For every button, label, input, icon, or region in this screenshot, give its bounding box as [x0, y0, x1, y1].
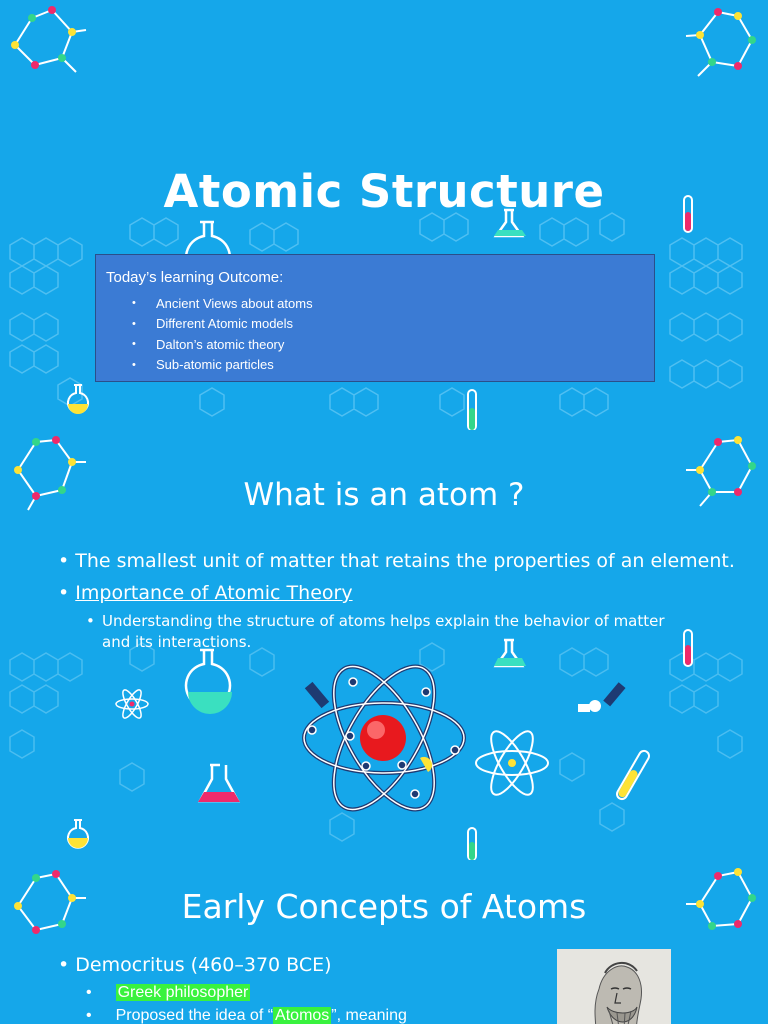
bullet-glyph: • [132, 297, 136, 310]
slide-early-concepts: Early Concepts of Atoms • Democritus (46… [0, 860, 768, 1024]
list-item: • Dalton’s atomic theory [132, 334, 313, 355]
bullet-glyph: • [58, 954, 70, 976]
learning-outcome-heading: Today’s learning Outcome: [106, 269, 284, 286]
bullet-glyph: • [58, 550, 70, 572]
bullet-glyph: • [86, 612, 95, 630]
bullet-glyph: • [132, 338, 136, 351]
learning-outcome-box: Today’s learning Outcome: • Ancient Views… [95, 254, 655, 382]
science-background-illustration [9, 436, 756, 860]
list-item: • Different Atomic models [132, 314, 313, 335]
science-background-illustration [14, 868, 756, 934]
sub-bullet-text-end: ”, meaning [331, 1007, 407, 1024]
bullet-text: Democritus (460–370 BCE) [75, 954, 332, 976]
outcome-text: Different Atomic models [156, 316, 294, 332]
outcome-text: Ancient Views about atoms [156, 295, 313, 311]
bullet-glyph: • [132, 358, 136, 371]
democritus-portrait-image [557, 949, 671, 1024]
bullet-glyph: • [86, 984, 92, 1001]
bullet-definition: • The smallest unit of matter that retai… [58, 550, 735, 572]
slide-atomic-structure: Atomic Structure Today’s learning Outcom… [0, 0, 768, 430]
bullet-democritus: • Democritus (460–370 BCE) [58, 954, 332, 976]
slide-title: What is an atom ? [243, 477, 525, 513]
importance-link[interactable]: Importance of Atomic Theory [75, 582, 353, 604]
slide-title: Atomic Structure [163, 165, 605, 218]
bullet-text: The smallest unit of matter that retains… [75, 550, 735, 572]
portrait-sketch [557, 949, 671, 1024]
sub-bullet: • Understanding the structure of atoms he… [86, 611, 696, 653]
list-item: • Sub-atomic particles [132, 355, 313, 376]
learning-outcome-list: • Ancient Views about atoms • Different At… [132, 293, 313, 375]
outcome-text: Dalton’s atomic theory [156, 336, 285, 352]
sub-bullet-text-start: Proposed the idea of “ [115, 1007, 274, 1024]
sub-bullet: • Greek philosopher [86, 984, 251, 1002]
list-item: • Ancient Views about atoms [132, 293, 313, 314]
slide-what-is-an-atom: What is an atom ? • The smallest unit of… [0, 430, 768, 860]
outcome-text: Sub-atomic particles [156, 357, 274, 373]
bullet-glyph: • [58, 582, 70, 604]
sub-bullet: • Proposed the idea of “Atomos”, meaning [86, 1007, 407, 1024]
bullet-glyph: • [86, 1007, 92, 1024]
sub-bullet-text: Understanding the structure of atoms hel… [102, 612, 665, 651]
highlighted-text: Greek philosopher [115, 984, 251, 1001]
bullet-importance: • Importance of Atomic Theory [58, 582, 353, 604]
highlighted-term: Atomos [273, 1007, 332, 1024]
slide-title: Early Concepts of Atoms [181, 887, 587, 926]
bullet-glyph: • [132, 317, 136, 330]
